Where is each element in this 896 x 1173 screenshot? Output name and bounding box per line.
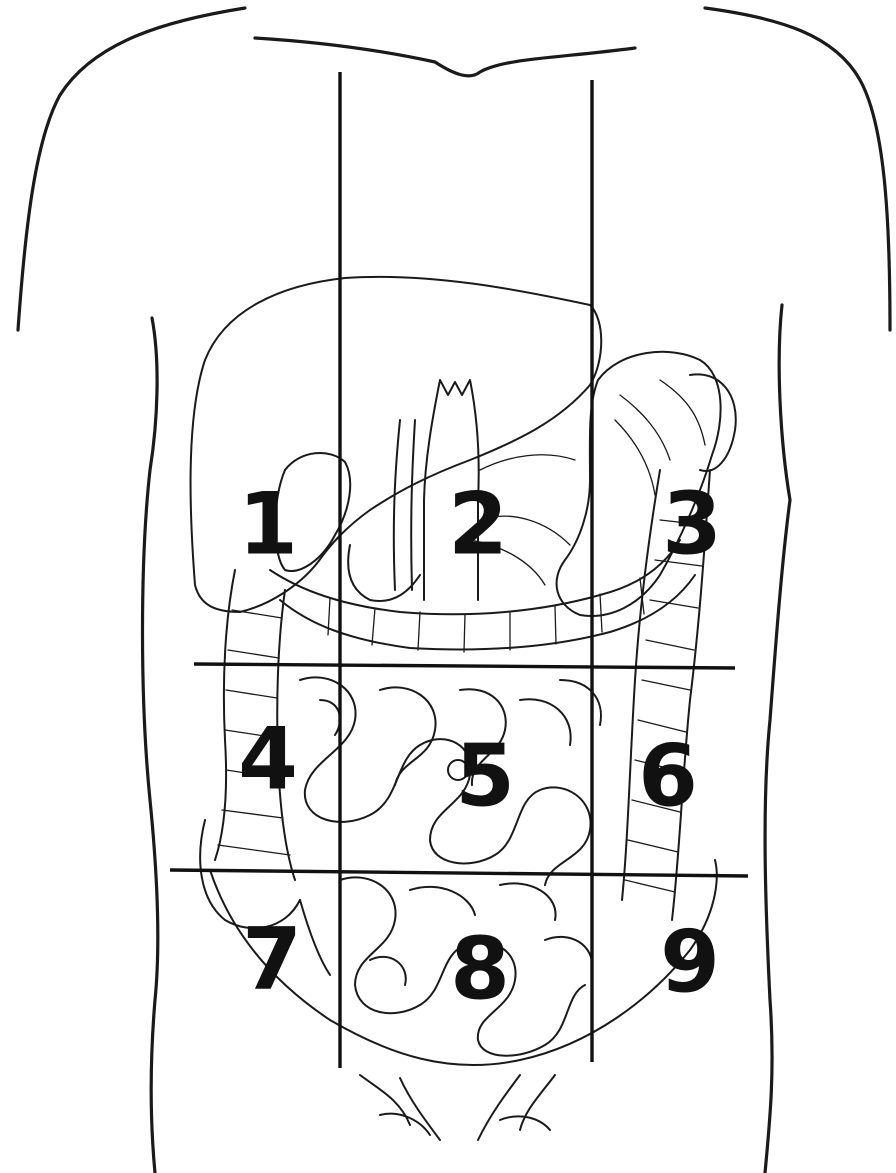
region-labels: 1 2 3 4 5 6 7 8 9 bbox=[238, 474, 722, 1019]
region-label-6: 6 bbox=[638, 726, 698, 826]
descending-colon-haustra bbox=[625, 520, 705, 892]
spleen bbox=[690, 374, 736, 471]
subcostal-line bbox=[194, 664, 735, 668]
region-label-2: 2 bbox=[448, 474, 508, 574]
transverse-colon-lower bbox=[280, 575, 695, 649]
pelvic-vessels bbox=[360, 1075, 555, 1140]
region-label-4: 4 bbox=[238, 709, 298, 809]
intertubercular-line bbox=[170, 870, 748, 876]
region-label-5: 5 bbox=[455, 726, 515, 826]
region-label-3: 3 bbox=[662, 474, 722, 574]
left-flank-outline bbox=[143, 318, 158, 1173]
region-label-9: 9 bbox=[660, 912, 720, 1012]
region-label-8: 8 bbox=[450, 919, 510, 1019]
left-shoulder-outline bbox=[18, 8, 245, 330]
right-flank-outline bbox=[765, 305, 790, 1173]
appendix bbox=[300, 900, 330, 975]
region-label-7: 7 bbox=[242, 909, 302, 1009]
neck-base-outline bbox=[255, 38, 635, 76]
region-label-1: 1 bbox=[238, 474, 298, 574]
right-shoulder-outline bbox=[705, 8, 890, 330]
duodenum bbox=[348, 545, 420, 601]
small-intestine-loops-upper bbox=[300, 677, 591, 885]
inferior-vena-cava bbox=[394, 420, 415, 590]
